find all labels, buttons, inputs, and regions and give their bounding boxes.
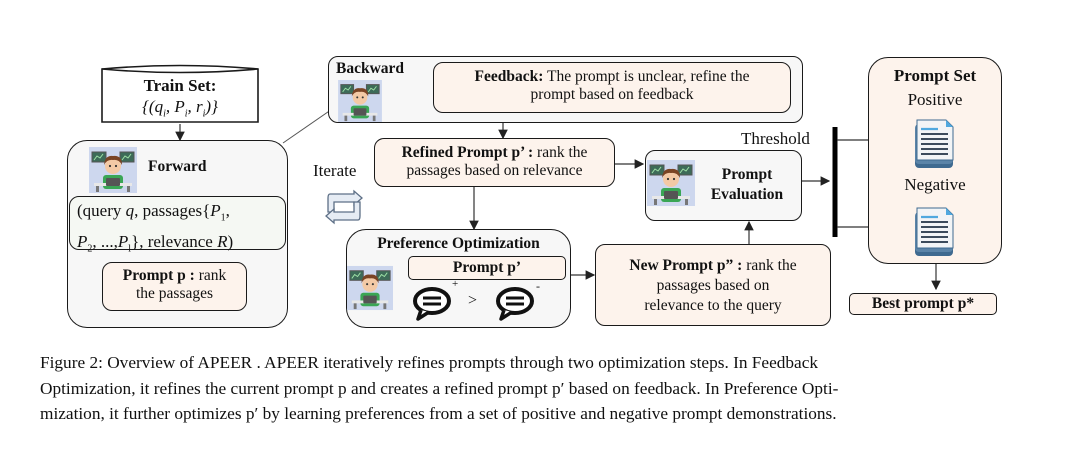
best-prompt-box [849,293,997,315]
forward-input-box [69,196,286,250]
new-prompt-box [595,244,831,326]
train-set-formula: {(qi, Pi, ri)} [142,97,218,120]
refined-prompt-label: Refined Prompt p’ : [401,144,534,161]
preference-comparator: > [468,292,478,309]
agent-avatar-icon [647,160,695,206]
agent-avatar-graphic [347,265,393,311]
new-prompt-label: New Prompt p” : [629,257,743,274]
prompt-p-text2: the passages [135,285,214,303]
preference-prompt-label: Prompt p’ [452,259,522,276]
prompt-p-label: Prompt p : [122,267,195,284]
cycle-arrows-icon [325,189,363,225]
refined-prompt-box [374,138,615,187]
agent-avatar-icon [337,80,383,122]
negative-label: Negative [904,175,966,194]
threshold-label: Threshold [741,129,810,148]
negative-sign: - [536,279,540,293]
preference-prompt-box [408,256,566,280]
agent-avatar-icon [347,265,393,311]
initial-prompt-box [102,262,247,311]
train-set-database: Train Set: {(qi, Pi, ri)} [101,62,259,124]
positive-chat-bubble-icon [413,287,451,321]
negative-chat-bubble-icon [496,287,534,321]
feedback-text-line1: The prompt is unclear, refine the [543,68,750,85]
negative-document-stack-icon [915,207,954,256]
caption-line-2: Optimization, it refines the current pro… [40,378,839,398]
positive-label: Positive [907,90,963,109]
positive-document-stack-icon [915,119,954,168]
feedback-text: Feedback: The prompt is unclear, refine … [433,68,791,105]
agent-avatar-graphic [338,80,382,122]
refined-prompt-text2: passages based on relevance [406,162,583,180]
new-prompt-text2: passages based on [656,277,770,294]
prompt-evaluation-line1: Prompt [721,166,773,183]
caption-line-1: Figure 2: Overview of APEER . APEER iter… [40,353,819,372]
caption-line-3: mization, it further optimizes p′ by lea… [40,404,837,423]
new-prompt-text3: relevance to the query [644,297,782,314]
iterate-label: Iterate [313,161,357,180]
feedback-box [433,62,791,113]
prompt-set-title: Prompt Set [893,66,977,85]
forward-title: Forward [148,158,207,175]
figure-caption: Figure 2: Overview of APEER . APEER iter… [40,350,1040,427]
best-prompt-label: Best prompt p* [871,295,975,312]
train-set-title: Train Set: [143,76,217,95]
new-prompt-text1: rank the [742,257,797,274]
preference-optimization-title: Preference Optimization [377,235,540,252]
agent-avatar-graphic [89,147,137,193]
backward-title: Backward [336,60,405,77]
new-prompt-text: New Prompt p” : rank the passages based o… [595,256,831,316]
feedback-text-line2: prompt based on feedback [530,86,694,104]
prompt-evaluation-line2: Evaluation [710,186,784,203]
agent-avatar-icon [89,147,137,193]
prompt-p-text1: rank [194,267,227,284]
agent-avatar-graphic [647,160,695,206]
forward-input-text: (query q, passages{P1,P2, ...,Pl}, relev… [77,201,234,255]
feedback-label: Feedback: [474,68,544,85]
refined-prompt-text1: rank the [533,144,588,161]
database-cylinder-shape [101,64,259,123]
positive-sign: + [452,278,459,290]
